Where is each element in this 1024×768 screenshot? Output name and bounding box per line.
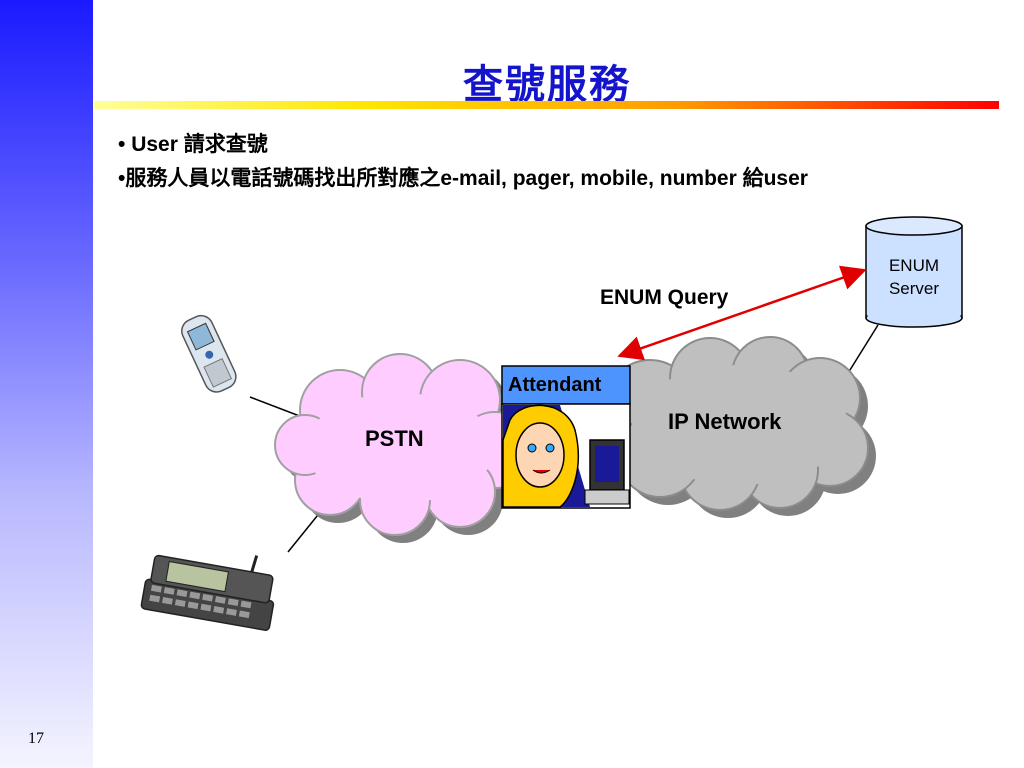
slide-title: 查號服務 [463,61,631,108]
attendant-woman-icon [502,404,630,508]
side-gradient-band [0,0,93,768]
page-number: 17 [28,730,44,747]
mobile-phone-icon [181,314,237,393]
enum-query-arrow [617,265,867,361]
bullet-user-request: • User 請求查號 [118,128,268,158]
enum-server-label-line2: Server [888,279,940,298]
bullet-text: User 請求查號 [125,133,268,156]
pstn-cloud-core [305,393,495,503]
enum-server-label-line1: ENUM [888,256,940,275]
enum-query-label: ENUM Query [600,286,729,309]
ip-network-cloud-core [632,365,848,485]
bullet-text: 服務人員以電話號碼找出所對應之e-mail, pager, mobile, nu… [125,167,808,190]
bullet-marker: • [118,133,126,156]
ip-network-label: IP Network [668,409,782,434]
title-underline [94,101,999,109]
communicator-device-icon [140,554,275,631]
bullet-marker: • [118,167,126,190]
enum-server-cylinder [865,216,963,328]
pstn-label: PSTN [365,426,424,451]
attendant-label: Attendant [508,374,602,396]
bullet-attendant-lookup: •服務人員以電話號碼找出所對應之e-mail, pager, mobile, n… [118,162,808,192]
attendant-label-box [501,365,631,405]
